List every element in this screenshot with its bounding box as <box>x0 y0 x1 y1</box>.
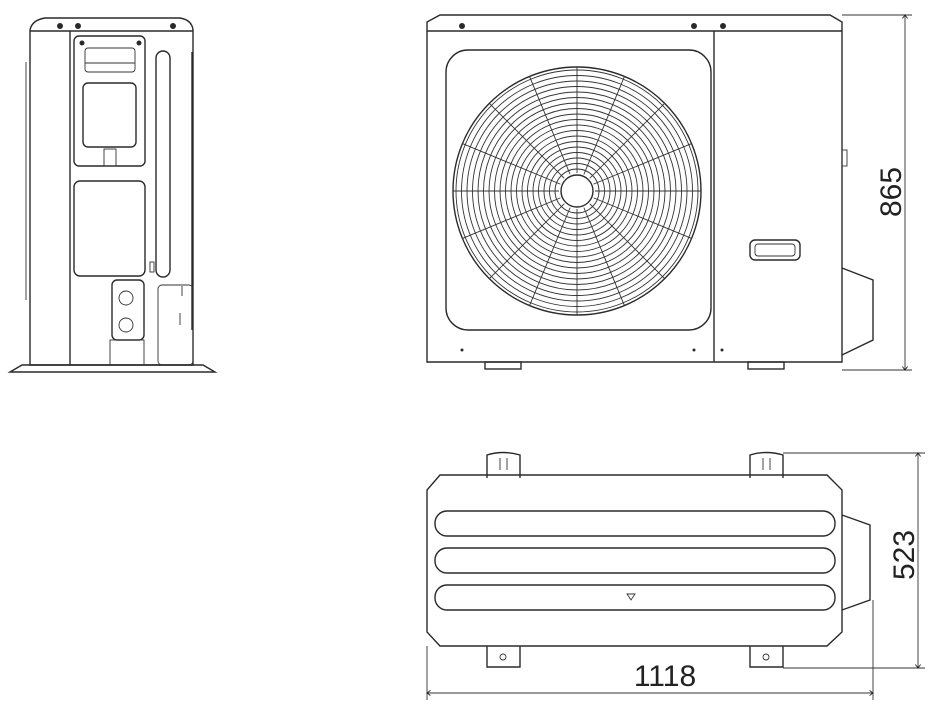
grille-spoke <box>529 207 571 306</box>
grille-spoke <box>583 76 625 175</box>
grille-spoke <box>489 203 565 279</box>
grille-spoke <box>489 103 565 179</box>
fan-grille <box>452 66 702 316</box>
grille-spoke <box>529 76 571 175</box>
top-view <box>426 451 871 668</box>
dimension-width: 1118 <box>427 600 873 700</box>
grille-spoke <box>462 143 561 185</box>
grille-spoke <box>593 197 692 239</box>
front-view <box>426 14 874 370</box>
grille-spoke <box>589 203 665 279</box>
grille-spoke <box>462 197 561 239</box>
dimension-depth: 523 <box>783 453 925 668</box>
handle <box>749 239 801 261</box>
width-label: 1118 <box>634 660 696 693</box>
grille-spoke <box>589 103 665 179</box>
fan-hub <box>560 174 594 208</box>
height-label: 865 <box>875 167 908 217</box>
side-view <box>7 17 218 373</box>
depth-label: 523 <box>888 530 921 580</box>
dimension-height: 865 <box>842 15 912 370</box>
grille-spoke <box>583 207 625 306</box>
grille-spoke <box>593 143 692 185</box>
